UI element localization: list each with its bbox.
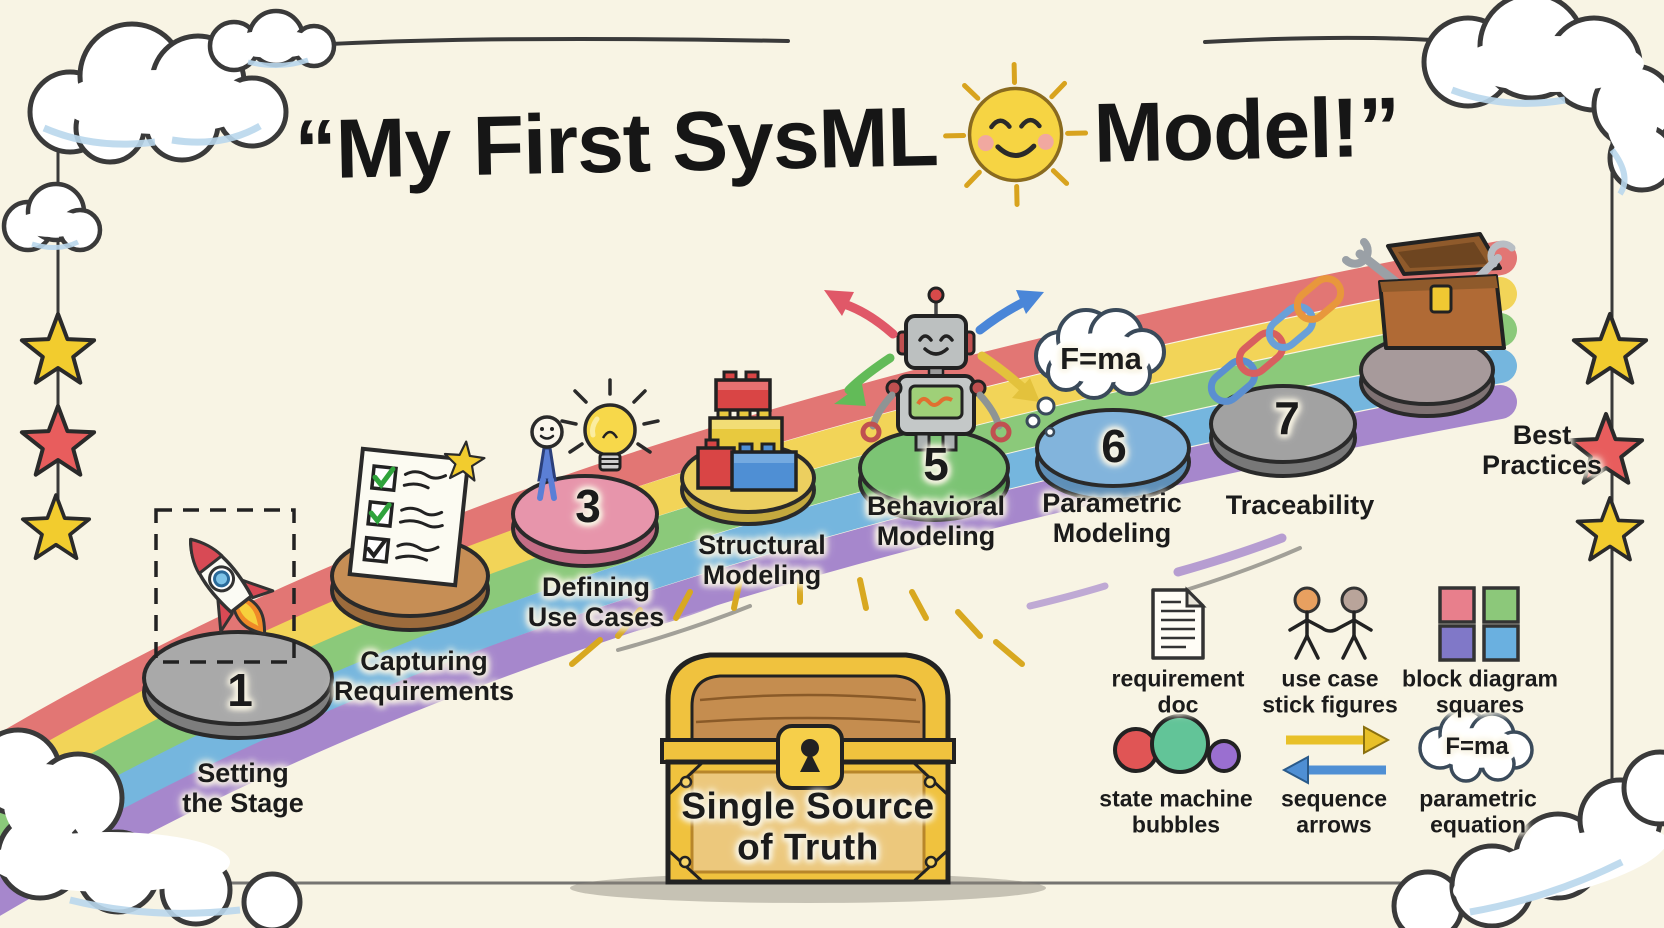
lego-blocks-icon bbox=[696, 370, 798, 492]
stone-number-5: 5 bbox=[923, 438, 949, 490]
keyhole-icon bbox=[801, 739, 819, 757]
cloud-top-right bbox=[1421, 0, 1664, 196]
requirement-doc-icon bbox=[1151, 586, 1207, 660]
behavior-arrows-icon bbox=[824, 290, 1044, 406]
robot-icon bbox=[860, 286, 1012, 452]
top-border-line-left bbox=[328, 37, 790, 46]
cloud-top-left bbox=[27, 21, 289, 165]
thought-cloud-equation: F=ma bbox=[1060, 341, 1142, 376]
stone-number-7: 7 bbox=[1274, 392, 1300, 444]
title-text-right: Model!” bbox=[1092, 79, 1401, 180]
page-title: “My First SysML Model!” bbox=[293, 50, 1401, 225]
parametric-equation-icon bbox=[1418, 708, 1534, 783]
stone-number-1: 1 bbox=[227, 664, 253, 716]
cloud-top-small bbox=[207, 8, 337, 73]
left-border-stars bbox=[19, 312, 97, 561]
legend-equation-text: F=ma bbox=[1445, 733, 1509, 760]
lightbulb-icon bbox=[560, 378, 660, 472]
stepping-stones bbox=[142, 334, 1495, 740]
stone-number-6: 6 bbox=[1101, 420, 1127, 472]
toolbox-icon bbox=[1342, 232, 1516, 350]
cloud-left-small bbox=[1, 181, 103, 253]
cloud-bottom-left bbox=[0, 727, 303, 928]
rocket-icon bbox=[189, 537, 275, 636]
block-diagram-squares-icon bbox=[1438, 586, 1520, 662]
stick-person-icon bbox=[530, 415, 564, 501]
sequence-arrows-icon bbox=[1281, 725, 1391, 785]
sun-icon bbox=[943, 61, 1089, 207]
chest-rays bbox=[569, 571, 1025, 667]
top-border-line-right bbox=[1203, 35, 1434, 44]
treasure-chest-icon bbox=[569, 571, 1025, 885]
checklist-icon bbox=[347, 438, 488, 588]
title-text-left: “My First SysML bbox=[293, 89, 939, 197]
use-case-stick-figures-icon bbox=[1288, 586, 1373, 660]
thought-cloud-icon bbox=[1025, 308, 1166, 438]
state-machine-bubbles-icon bbox=[1113, 714, 1241, 774]
cloud-bottom-right bbox=[1391, 749, 1664, 928]
stone-number-3: 3 bbox=[575, 480, 601, 532]
dashed-selection-box bbox=[154, 508, 296, 664]
step-label-traceability: Traceability bbox=[1225, 489, 1375, 520]
